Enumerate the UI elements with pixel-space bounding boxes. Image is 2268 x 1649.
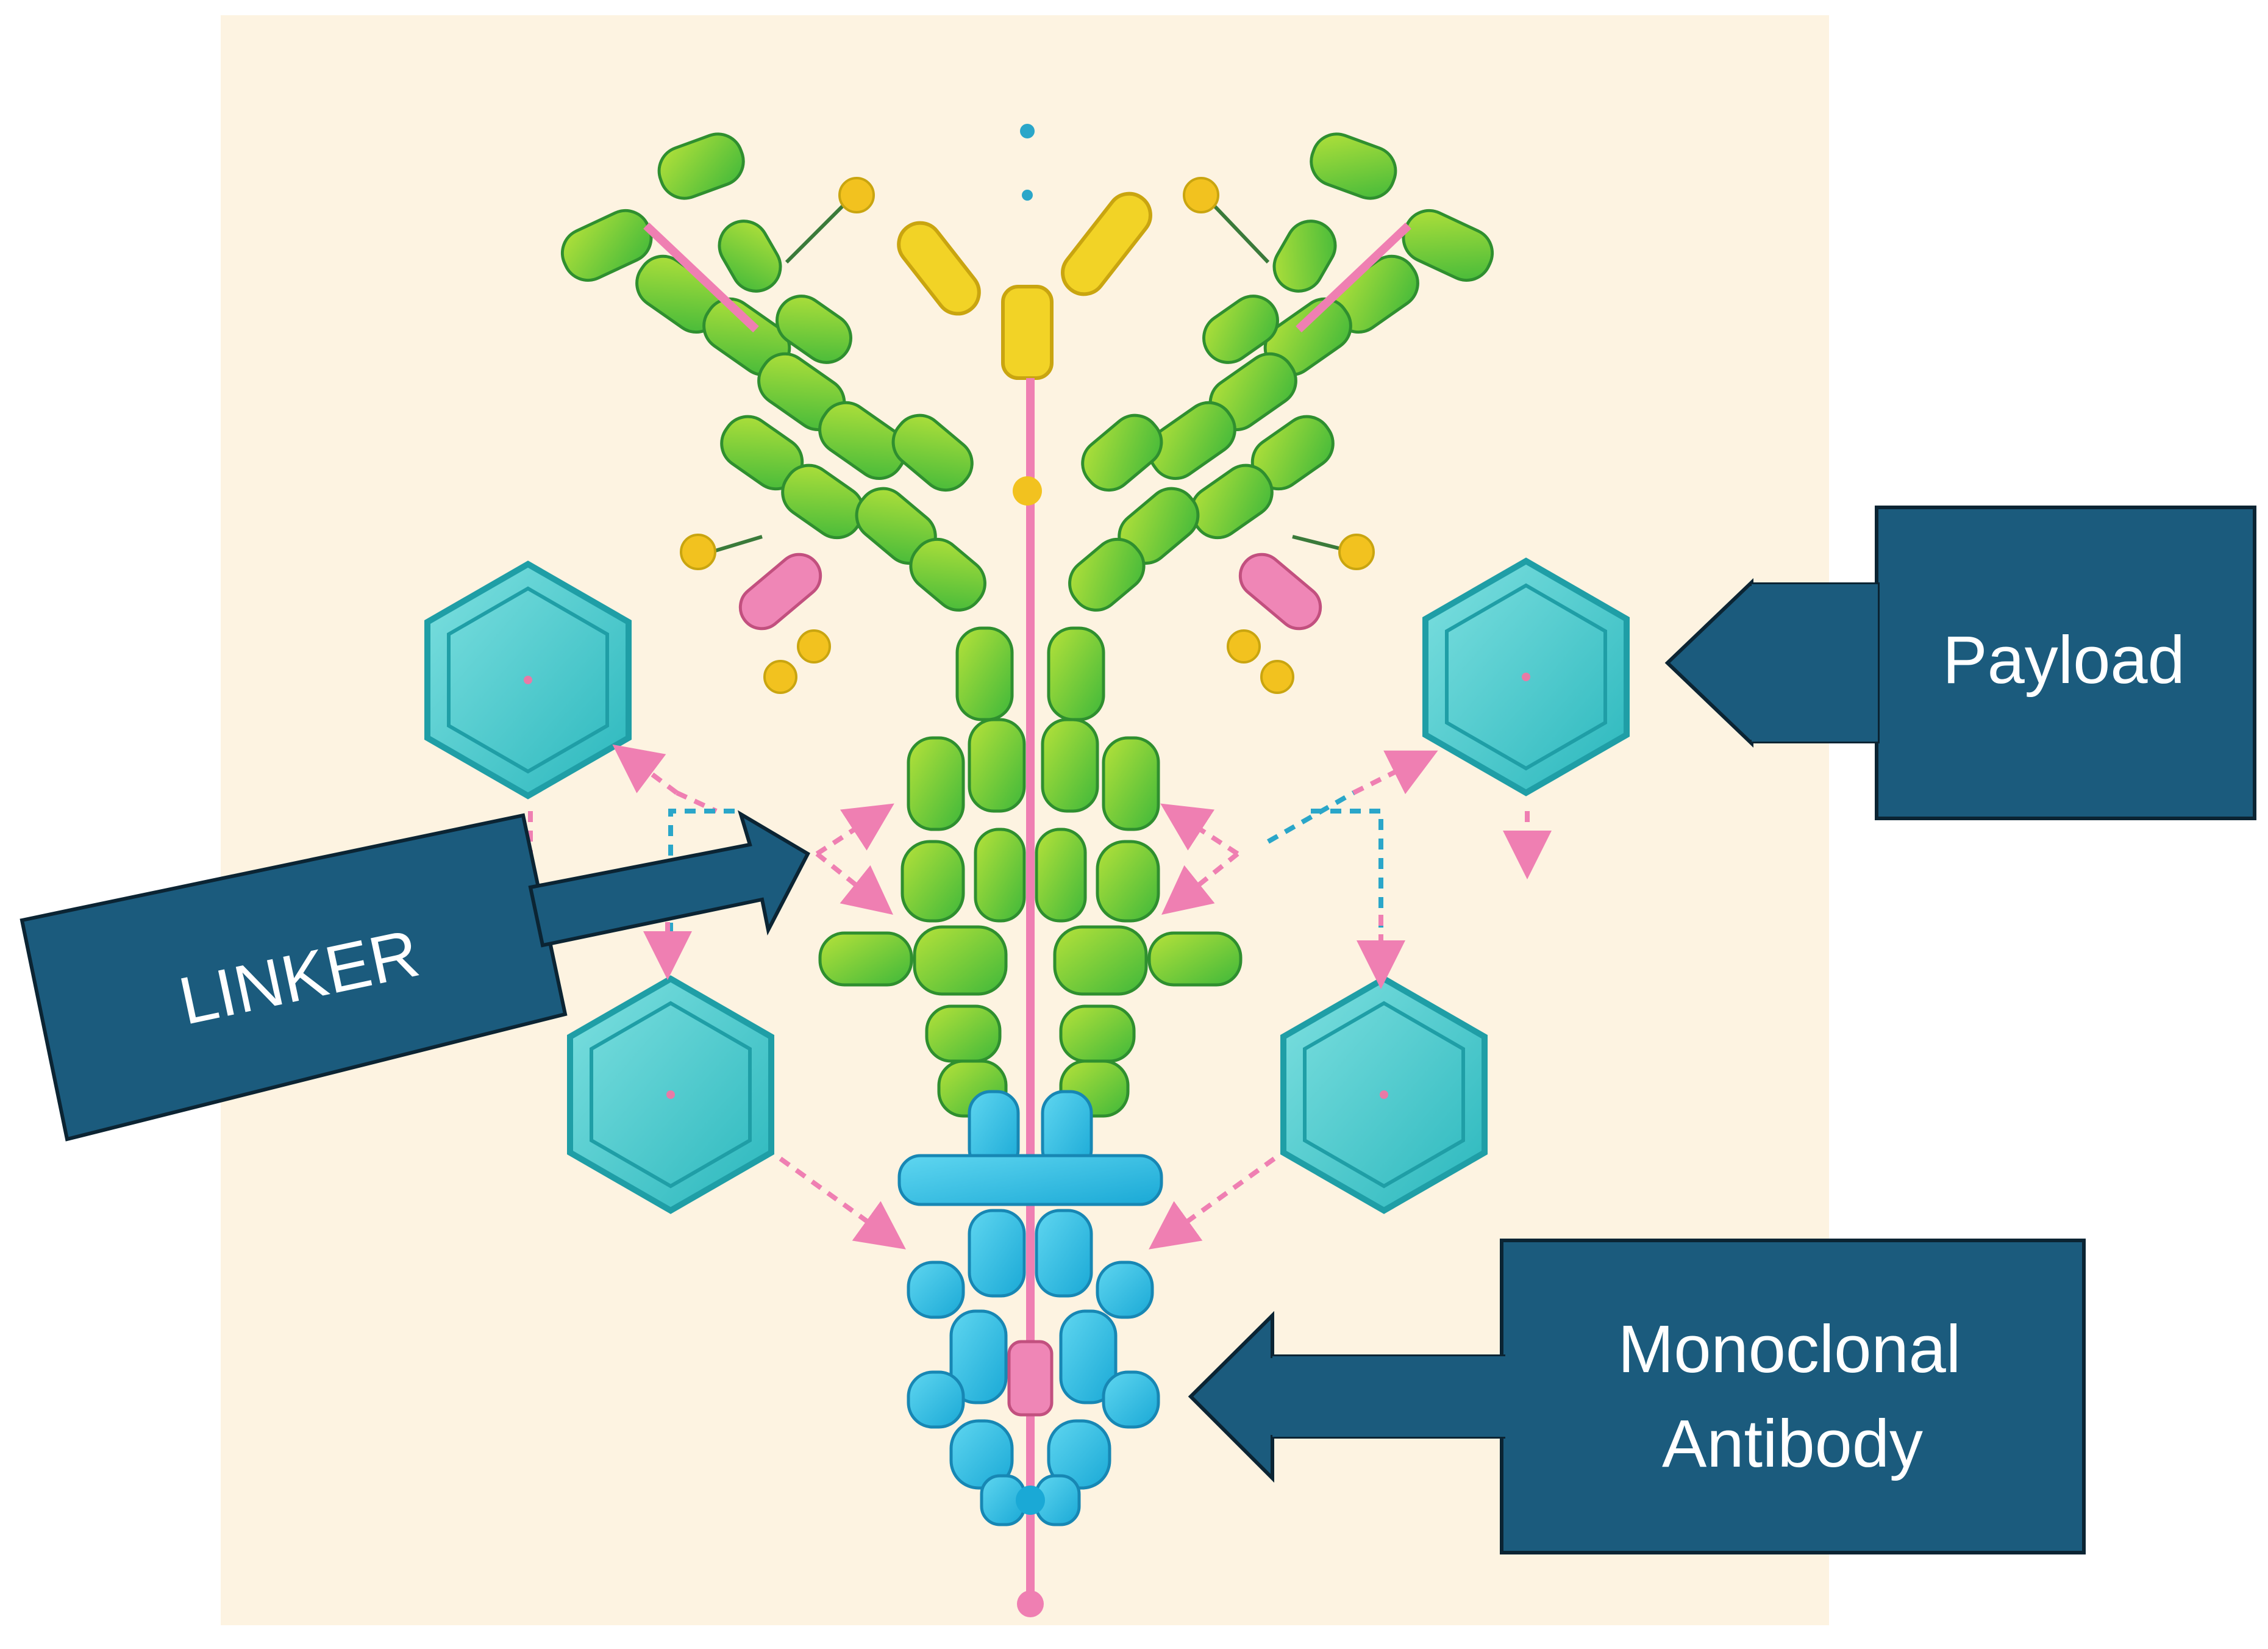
top-dot: [1020, 124, 1035, 138]
green-domain: [974, 828, 1026, 923]
green-domain: [1272, 220, 1337, 293]
green-domain: [968, 718, 1026, 813]
blue-domain: [949, 1309, 1008, 1404]
green-domain: [1041, 718, 1099, 813]
bottom-dot: [1017, 1590, 1044, 1617]
green-domain: [900, 840, 965, 923]
blue-domain: [907, 1370, 965, 1429]
green-domain: [1047, 626, 1105, 721]
green-domain: [1202, 295, 1279, 364]
heavy-chain-right-arm: [1068, 132, 1494, 612]
hexagon-icon: [1280, 975, 1488, 1214]
green-domain: [1310, 132, 1397, 200]
pink-rod: [738, 553, 822, 631]
hinge-dot: [1013, 476, 1042, 506]
left-arm-linkers: [643, 177, 875, 694]
light-chain-left-arm: [897, 221, 981, 316]
top-dot-2: [1022, 190, 1033, 201]
blue-domain: [1059, 1309, 1118, 1404]
green-domain: [1059, 1004, 1136, 1063]
blue-dot: [1016, 1486, 1045, 1515]
blue-domain: [1096, 1261, 1154, 1319]
green-domain: [909, 537, 986, 612]
antibody-label-line2: Antibody: [1662, 1406, 1923, 1481]
heavy-chain-left-arm: [560, 132, 986, 612]
green-domain: [718, 220, 782, 293]
payload-label: Payload: [1942, 623, 2185, 698]
green-domain: [1081, 413, 1163, 492]
green-domain: [657, 132, 745, 200]
pink-rod: [1007, 1340, 1054, 1417]
payload-label-box: [1875, 506, 2256, 820]
blue-domain: [1035, 1209, 1093, 1298]
blue-domain: [897, 1154, 1163, 1206]
green-domain: [1147, 401, 1236, 481]
blue-domain: [968, 1209, 1026, 1298]
green-domain: [907, 736, 965, 831]
green-domain: [1102, 736, 1160, 831]
fc-region: [897, 1090, 1163, 1526]
antibody-label-line1: Monoclonal: [1618, 1312, 1961, 1387]
hexagon-icon: [567, 975, 774, 1214]
green-domain: [925, 1004, 1002, 1063]
antibody-callout: Monoclonal Antibody: [1188, 1239, 2086, 1554]
hexagon-icon: [424, 560, 632, 799]
linker-label-box: [20, 813, 568, 1142]
green-domain: [818, 931, 913, 987]
hexagon-icon: [1422, 557, 1630, 796]
blue-domain: [907, 1261, 965, 1319]
green-domain: [955, 626, 1014, 721]
antibody: [560, 124, 1494, 1617]
payload-hexagons: [424, 557, 1630, 1214]
heavy-chain-stem: [818, 626, 1243, 1118]
green-domain: [1096, 840, 1160, 923]
blue-domain: [1102, 1370, 1160, 1429]
linker-arrow-icon: [528, 810, 810, 948]
linker-callout: LINKER: [20, 810, 810, 1142]
green-domain: [913, 925, 1008, 996]
light-chain-right-arm: [1061, 191, 1152, 296]
green-domain: [818, 401, 907, 481]
light-chain-stem: [1001, 285, 1054, 380]
green-domain: [1053, 925, 1148, 996]
green-domain: [1035, 828, 1087, 923]
green-domain: [776, 295, 852, 364]
antibody-label-box: [1500, 1239, 2086, 1554]
pink-rod: [1238, 553, 1322, 631]
green-domain: [1068, 537, 1146, 612]
green-domain: [1147, 931, 1243, 987]
green-domain: [891, 413, 974, 492]
right-arm-linkers: [1183, 177, 1411, 694]
payload-callout: Payload: [1664, 506, 2256, 820]
